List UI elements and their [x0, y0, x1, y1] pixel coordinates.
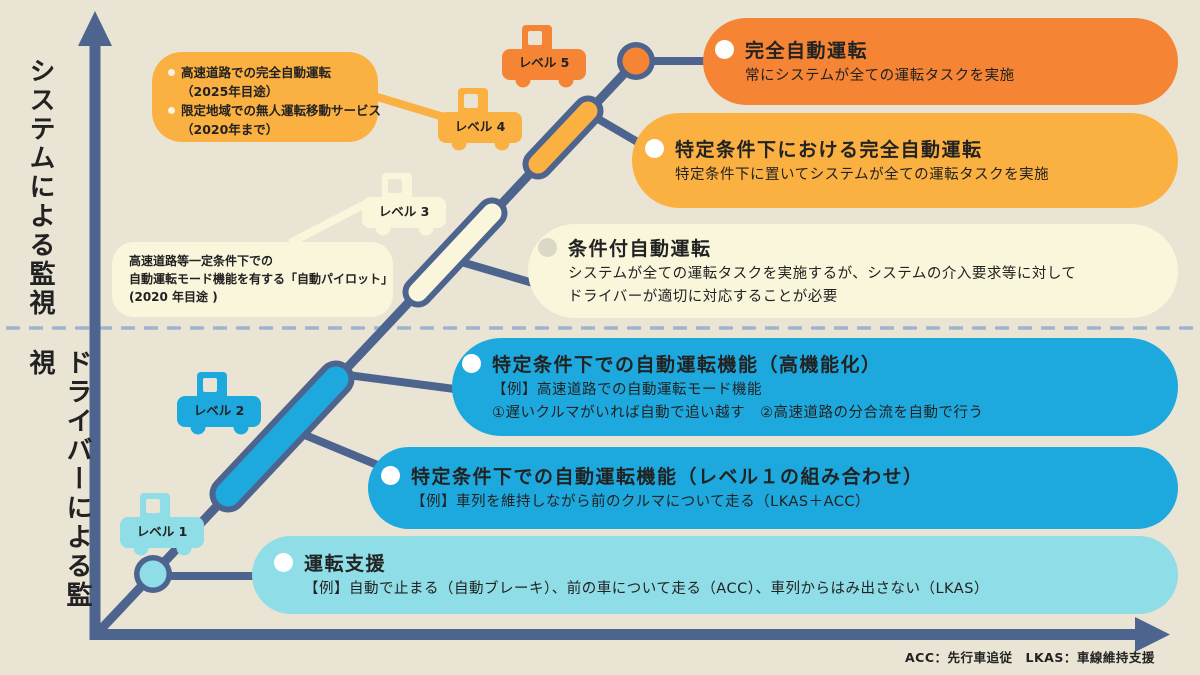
level-3-label: レベル 3 — [378, 204, 430, 219]
panel-dot-icon — [274, 553, 293, 573]
panel-body-line: ①遅いクルマがいれば自動で追い越す ②高速道路の分合流を自動で行う — [492, 404, 984, 421]
callout-line: 高速道路等一定条件下での — [129, 254, 274, 268]
panel-level2-advanced-functions: 特定条件下での自動運転機能（高機能化） 【例】高速道路での自動運転モード機能 ①… — [452, 338, 1178, 436]
callout-item: 高速道路での完全自動運転 — [168, 63, 372, 82]
level-2-label: レベル 2 — [193, 403, 245, 418]
y-axis-label-driver: ドライバーによる監視 — [25, 349, 92, 610]
callout-line: 自動運転モード機能を有する「自動パイロット」 — [129, 272, 394, 286]
panel-level3-conditional-automation: 条件付自動運転 システムが全ての運転タスクを実施するが、システムの介入要求等に対… — [528, 224, 1178, 318]
upper-callout-tail — [372, 92, 449, 122]
panel-title: 完全自動運転 — [745, 39, 869, 62]
y-axis — [78, 11, 112, 640]
x-axis — [89, 617, 1170, 652]
callout-line: (2020 年目途 ) — [129, 290, 218, 304]
y-axis-arrow-icon — [78, 11, 112, 46]
panel-dot-icon — [462, 354, 481, 374]
panel-level4-conditional-full-automation: 特定条件下における完全自動運転 特定条件下に置いてシステムが全ての運転タスクを実… — [632, 113, 1178, 208]
bullet-icon — [168, 69, 175, 76]
callout-item-text: 高速道路での完全自動運転 — [181, 65, 332, 80]
callout-item: 限定地域での無人運転移動サービス — [168, 101, 381, 120]
upper-goals-callout: 高速道路での完全自動運転 （2025年目途） 限定地域での無人運転移動サービス … — [152, 52, 381, 142]
panel-title: 特定条件下での自動運転機能（高機能化） — [492, 354, 882, 377]
panel-body-line: 【例】自動で止まる（自動ブレーキ）、前の車について走る（ACC）、車列からはみ出… — [304, 581, 989, 598]
panel-title: 特定条件下での自動運転機能（レベル１の組み合わせ） — [411, 466, 924, 489]
autopilot-callout: 高速道路等一定条件下での 自動運転モード機能を有する「自動パイロット」 (202… — [112, 242, 393, 317]
callout-item-text: 限定地域での無人運転移動サービス — [181, 103, 382, 118]
panel-level1-driving-assist: 運転支援 【例】自動で止まる（自動ブレーキ）、前の車について走る（ACC）、車列… — [252, 536, 1178, 614]
connector-level2b — [339, 370, 471, 395]
y-axis-label-system: システムによる監視 — [25, 57, 55, 318]
level-4-label: レベル 4 — [454, 119, 506, 134]
middle-callout-tail — [288, 197, 373, 247]
level-1-label: レベル 1 — [136, 524, 188, 539]
panel-title: 特定条件下における完全自動運転 — [675, 138, 983, 161]
panel-dot-icon — [538, 238, 557, 258]
panel-dot-icon — [381, 466, 400, 486]
panel-body-line: 【例】高速道路での自動運転モード機能 — [492, 382, 762, 399]
level-2-segment — [209, 360, 355, 513]
panel-dot-icon — [645, 138, 664, 158]
x-axis-arrow-icon — [1135, 617, 1170, 652]
panel-level5-full-automation: 完全自動運転 常にシステムが全ての運転タスクを実施 — [703, 18, 1178, 105]
panel-body-line: ドライバーが適切に対応することが必要 — [568, 288, 838, 305]
panel-dot-icon — [715, 39, 734, 59]
footnote-abbreviations: ACC：先行車追従 LKAS：車線維持支援 — [905, 650, 1155, 665]
panel-level2-combined-functions: 特定条件下での自動運転機能（レベル１の組み合わせ） 【例】車列を維持しながら前の… — [368, 447, 1178, 529]
callout-item-note: （2025年目途） — [181, 84, 279, 99]
panel-title: 条件付自動運転 — [568, 238, 712, 261]
panel-body-line: 特定条件下に置いてシステムが全ての運転タスクを実施 — [675, 166, 1050, 183]
panel-body-line: 常にシステムが全ての運転タスクを実施 — [745, 67, 1015, 84]
panel-body-line: 【例】車列を維持しながら前のクルマについて走る（LKAS＋ACC） — [411, 494, 870, 511]
callout-item-note: （2020年まで） — [181, 122, 279, 137]
bullet-icon — [168, 107, 175, 114]
panel-body-line: システムが全ての運転タスクを実施するが、システムの介入要求等に対して — [568, 266, 1077, 283]
level-5-node — [617, 42, 655, 80]
panel-title: 運転支援 — [304, 553, 387, 576]
level-4-segment — [522, 95, 604, 180]
level-5-label: レベル 5 — [518, 55, 570, 70]
level-1-node — [134, 555, 172, 593]
level-3-segment — [402, 197, 508, 308]
